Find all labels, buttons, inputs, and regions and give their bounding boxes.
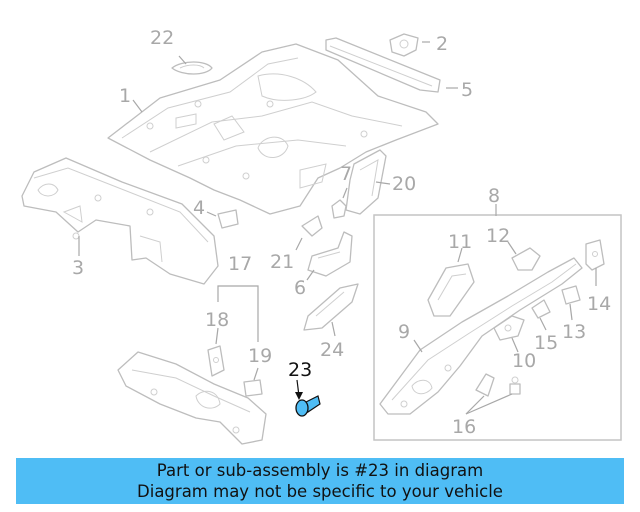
part-20-panel [345, 149, 387, 215]
label-16: 16 [452, 416, 476, 438]
label-1: 1 [119, 85, 131, 107]
part-4-bracket [217, 209, 239, 229]
label-5: 5 [461, 79, 473, 101]
part-14-bracket [585, 239, 605, 271]
label-20: 20 [392, 173, 416, 195]
label-3: 3 [72, 257, 84, 279]
label-17: 17 [228, 253, 252, 275]
part-17-crossmember [117, 351, 267, 445]
part-2-bracket [389, 33, 419, 57]
banner-line-1: Part or sub-assembly is #23 in diagram [156, 461, 484, 480]
part-24-bracket [303, 283, 359, 331]
label-10: 10 [512, 350, 536, 372]
part-23-bolt [295, 395, 321, 417]
part-1-floor-pan [107, 43, 439, 215]
banner-line-2: Diagram may not be specific to your vehi… [137, 482, 503, 501]
part-6-bracket [307, 231, 353, 277]
label-14: 14 [587, 293, 611, 315]
label-13: 13 [562, 321, 586, 343]
part-5-crossmember [325, 37, 441, 93]
sub-assembly-box-8 [373, 214, 622, 441]
part-3-crossmember [21, 157, 219, 285]
part-16-bracket [475, 373, 521, 397]
part-15-bracket [531, 299, 551, 319]
label-12: 12 [486, 225, 510, 247]
part-11-panel [427, 263, 475, 317]
label-2: 2 [436, 33, 448, 55]
label-23: 23 [288, 359, 312, 381]
label-8: 8 [488, 185, 500, 207]
label-18: 18 [205, 309, 229, 331]
part-9-frame-rail [379, 257, 583, 415]
leader-lines [78, 41, 597, 415]
label-19: 19 [248, 345, 272, 367]
part-21-bracket [301, 215, 323, 237]
label-15: 15 [534, 332, 558, 354]
label-22: 22 [150, 27, 174, 49]
label-7: 7 [340, 163, 352, 185]
part-19-bracket [243, 379, 263, 397]
label-9: 9 [398, 321, 410, 343]
label-21: 21 [270, 251, 294, 273]
label-6: 6 [294, 277, 306, 299]
label-11: 11 [448, 231, 472, 253]
part-22-plug [171, 61, 213, 75]
info-banner: Part or sub-assembly is #23 in diagram D… [16, 458, 624, 504]
label-24: 24 [320, 339, 344, 361]
part-12-bracket [511, 247, 541, 271]
part-7-bracket [331, 199, 347, 219]
part-18-bracket [207, 345, 225, 377]
part-13-bracket [561, 285, 581, 305]
label-4: 4 [193, 197, 205, 219]
part-10-bracket [493, 315, 525, 341]
